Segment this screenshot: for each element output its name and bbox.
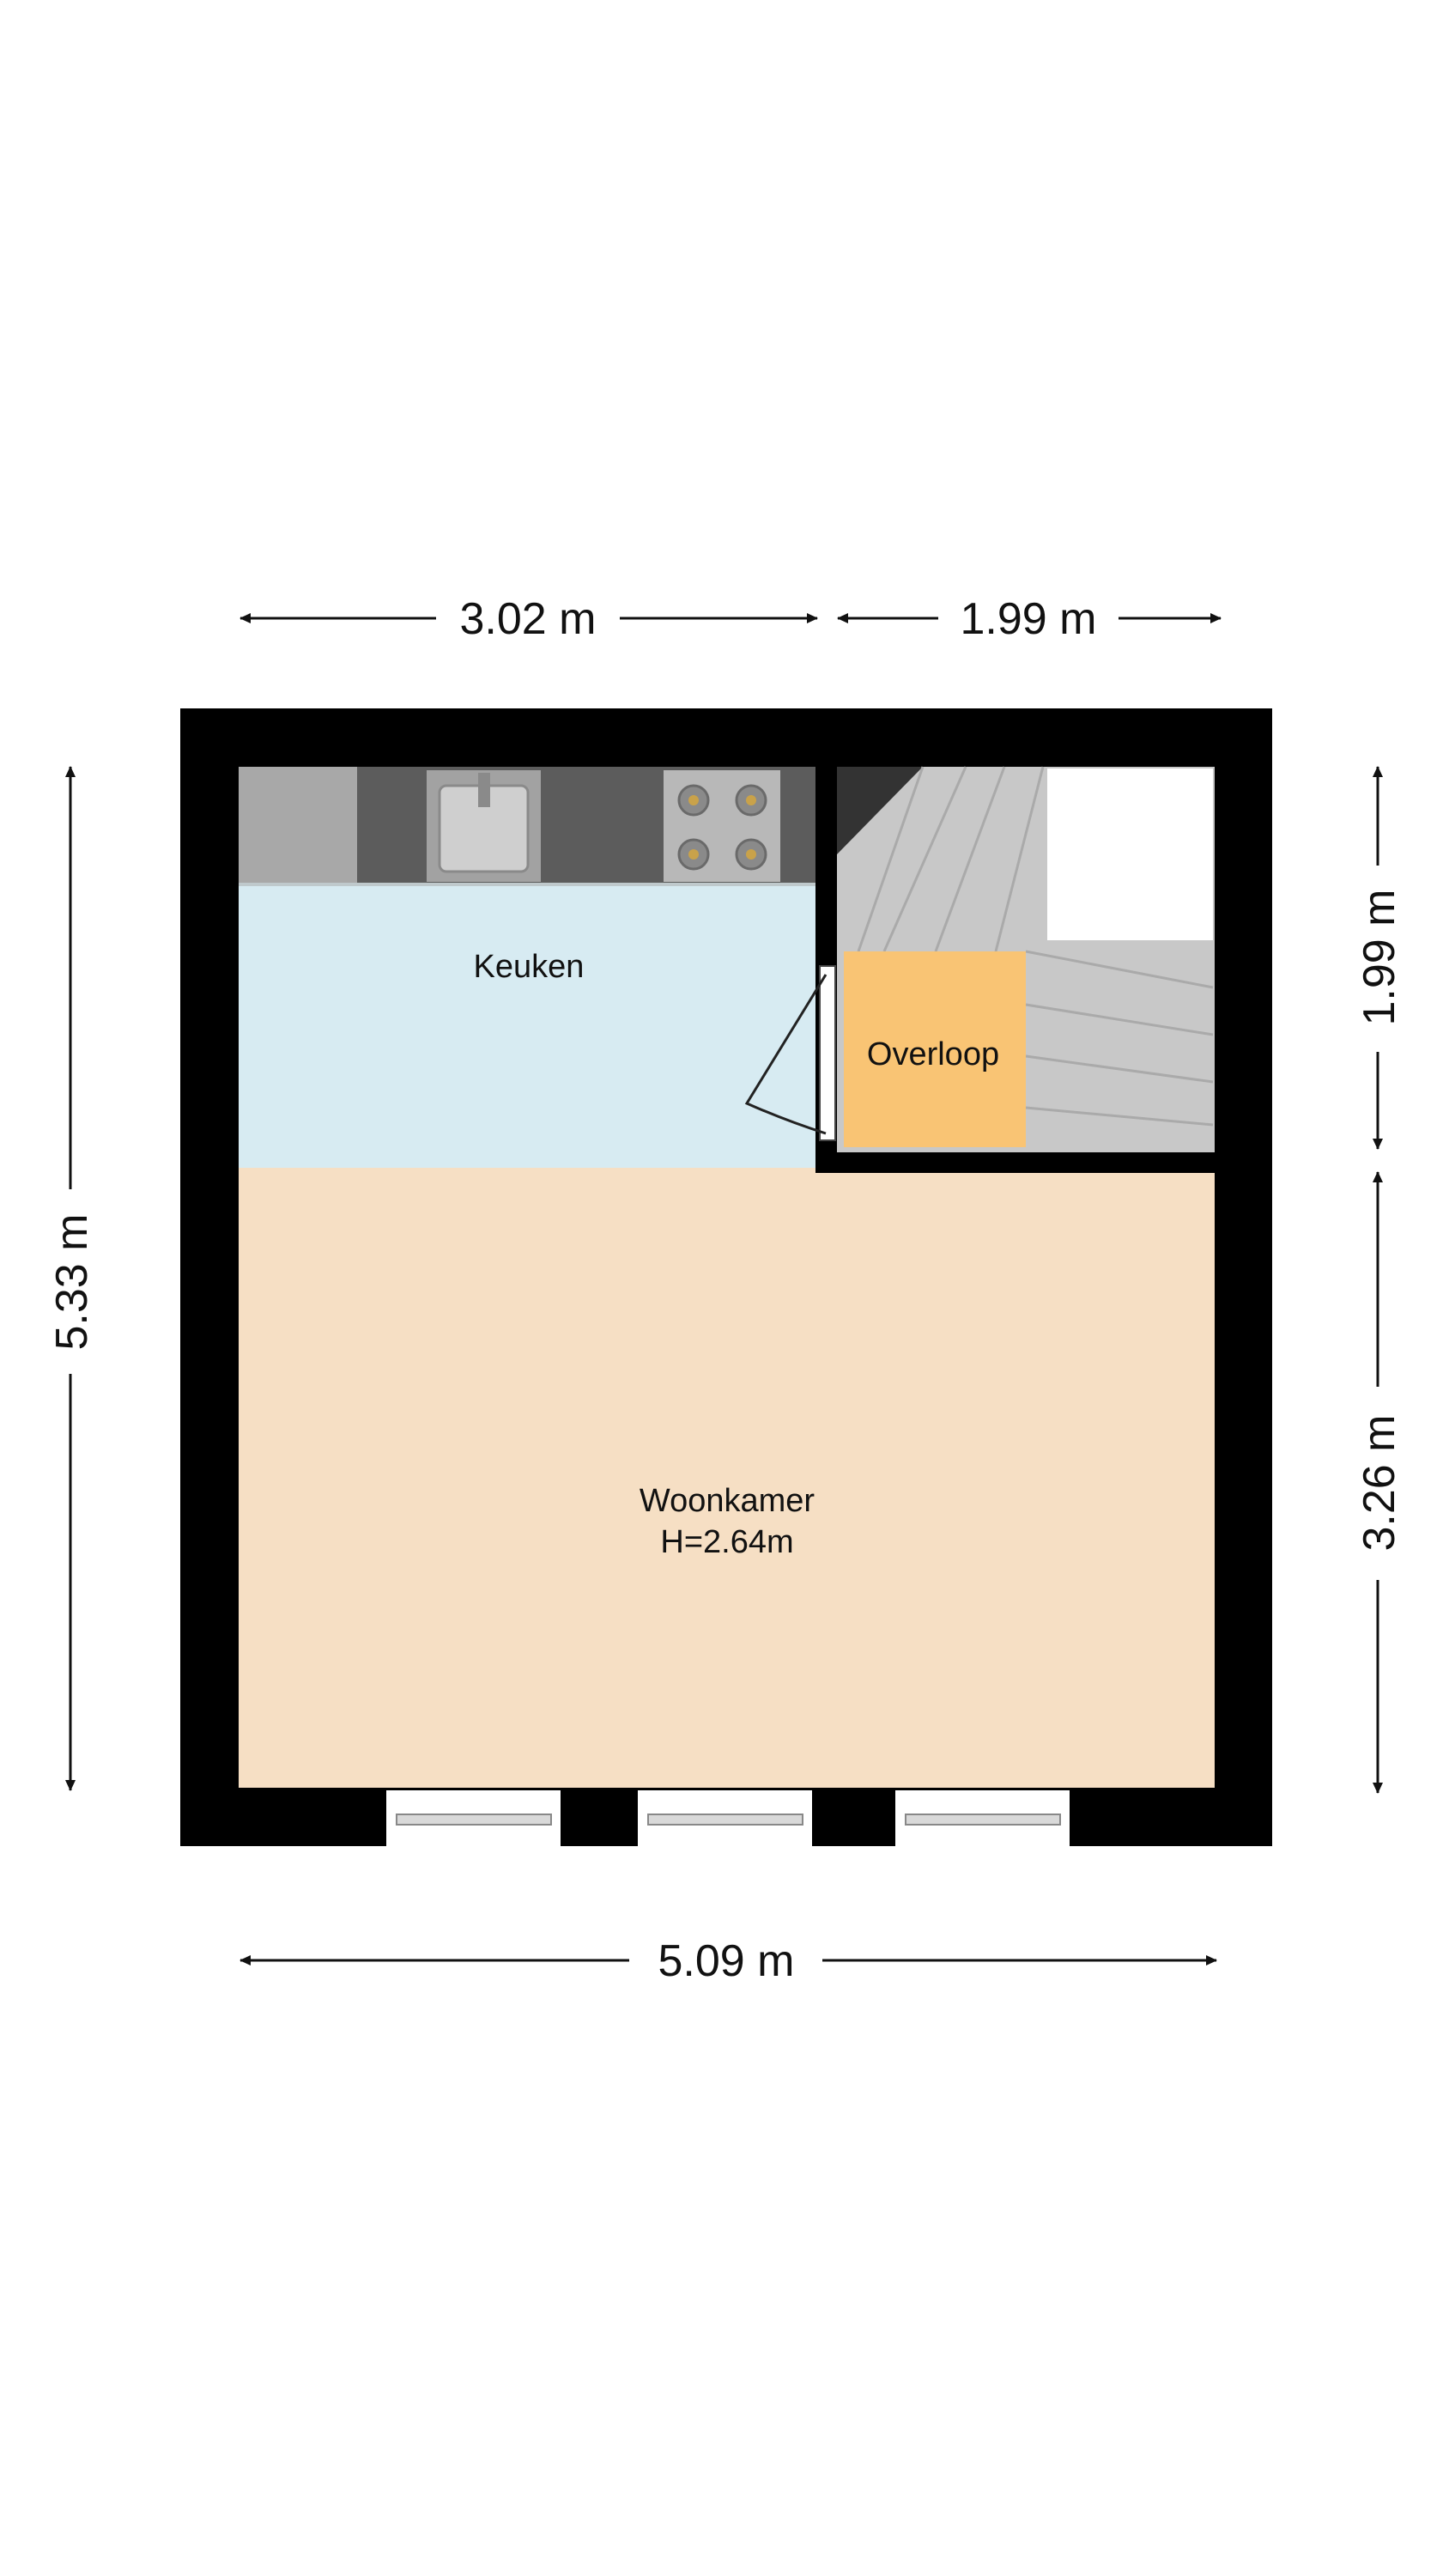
dimension-label-bottom: 5.09 m <box>658 1936 795 1986</box>
landing-floor <box>844 951 1026 1147</box>
dimension-label-right-top: 1.99 m <box>1355 890 1404 1026</box>
living-room-floor <box>239 1168 1215 1788</box>
dimension-left: 5.33 m <box>47 766 97 1791</box>
dimension-top-left: 3.02 m <box>239 594 818 644</box>
room-label-kitchen: Keuken <box>474 949 585 985</box>
room-label-living-height: H=2.64m <box>660 1524 793 1560</box>
dimension-right-bottom: 3.26 m <box>1355 1171 1404 1794</box>
window-1 <box>386 1790 561 1846</box>
dimension-bottom: 5.09 m <box>239 1936 1217 1986</box>
kitchen-sink <box>427 770 541 882</box>
dimension-label-right-bottom: 3.26 m <box>1355 1415 1404 1552</box>
stove-burners <box>664 770 780 882</box>
window-2 <box>638 1790 812 1846</box>
dimension-label-top-right: 1.99 m <box>961 594 1097 644</box>
dimension-right-top: 1.99 m <box>1355 766 1404 1150</box>
room-label-living: Woonkamer <box>640 1483 815 1519</box>
dimension-top-right: 1.99 m <box>837 594 1222 644</box>
dimension-label-left: 5.33 m <box>47 1214 97 1351</box>
room-label-landing: Overloop <box>867 1036 999 1072</box>
interior-wall-horizontal <box>815 1152 1215 1173</box>
window-3 <box>895 1790 1070 1846</box>
dimension-label-top-left: 3.02 m <box>460 594 597 644</box>
door-kitchen-landing <box>744 965 836 1141</box>
